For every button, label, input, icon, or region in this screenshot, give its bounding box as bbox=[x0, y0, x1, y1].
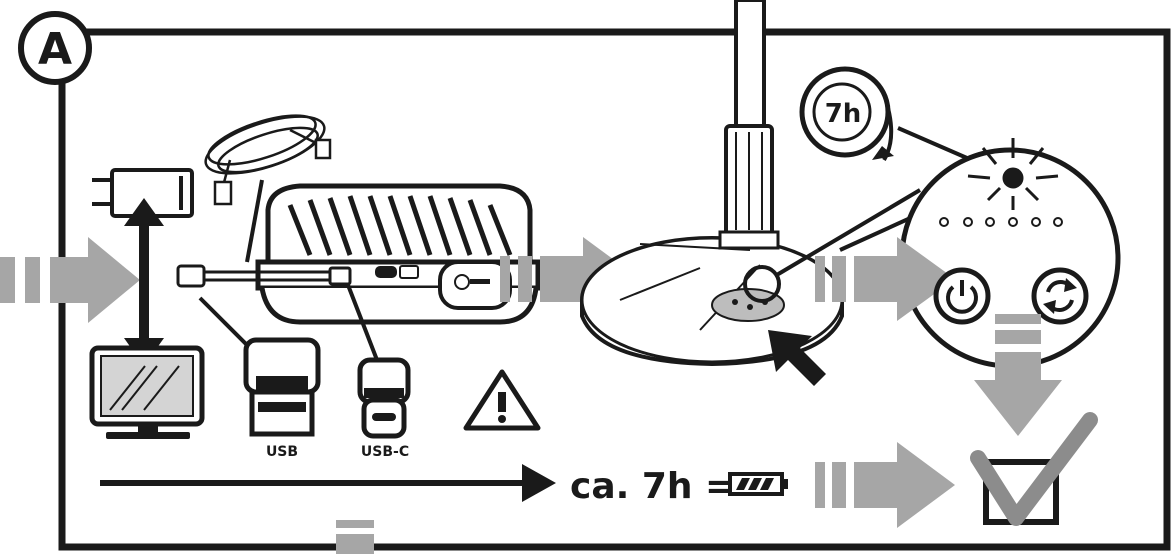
usbc-label: USB-C bbox=[361, 444, 409, 460]
power-button-icon bbox=[933, 267, 991, 325]
panel-badge: A bbox=[18, 11, 92, 85]
flow-arrow-3 bbox=[815, 442, 955, 528]
flow-arrow-out bbox=[336, 520, 374, 554]
usbc-plug-icon bbox=[357, 357, 411, 439]
panel-badge-letter: A bbox=[38, 24, 72, 75]
usb-label: USB bbox=[266, 444, 298, 460]
flow-arrow-in bbox=[0, 237, 140, 323]
connected-cable bbox=[176, 264, 352, 288]
flow-arrow-down bbox=[974, 314, 1062, 436]
usb-cable-icon bbox=[204, 114, 332, 206]
fan-base-icon bbox=[580, 0, 844, 367]
usb-plug-icon bbox=[243, 337, 321, 437]
monitor-icon bbox=[89, 345, 205, 439]
wall-adapter-icon bbox=[92, 168, 194, 218]
timeline-arrow bbox=[100, 464, 556, 502]
zoom-line-1 bbox=[773, 188, 922, 278]
usbc-pointer-line bbox=[346, 284, 379, 361]
indicator-dots bbox=[939, 217, 1063, 227]
oscillate-button-icon bbox=[1031, 267, 1089, 325]
battery-full-icon bbox=[728, 472, 788, 496]
warning-icon bbox=[463, 369, 541, 431]
flow-arrow-2 bbox=[815, 237, 955, 321]
duration-text: ca. 7h = bbox=[570, 466, 735, 507]
pointer-arrow-icon bbox=[768, 330, 826, 386]
timer-icon: 7h bbox=[799, 66, 894, 162]
led-light-icon bbox=[967, 138, 1059, 210]
timer-label: 7h bbox=[825, 99, 862, 129]
cable-pointer-line bbox=[245, 179, 264, 263]
fan-device-icon bbox=[255, 183, 541, 325]
checkbox-checked-icon bbox=[970, 412, 1098, 526]
